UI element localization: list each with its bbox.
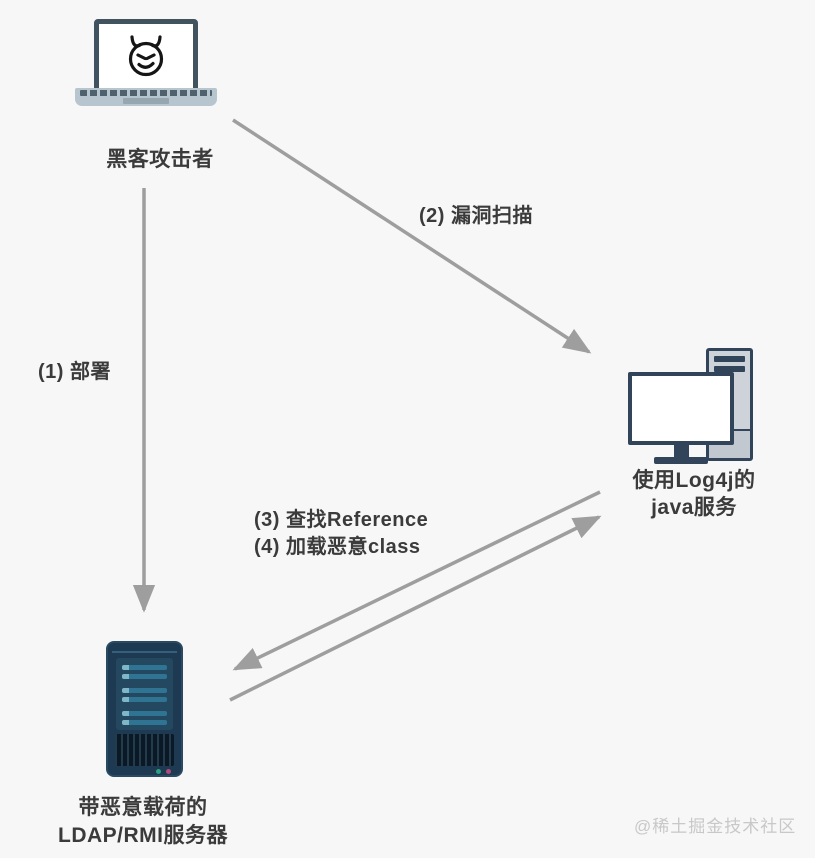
server-drive-bar (122, 674, 167, 679)
edge-deploy-label: (1) 部署 (38, 361, 111, 383)
laptop-screen (94, 19, 198, 93)
java-service-label-line1: 使用Log4j的 (632, 469, 756, 492)
edge-scan-label: (2) 漏洞扫描 (419, 205, 533, 227)
laptop-trackpad (123, 98, 169, 104)
tower-slot (714, 356, 745, 362)
java-service-label-line2: java服务 (651, 496, 737, 519)
tower-slot (714, 366, 745, 372)
arrow-response-to-server (232, 490, 601, 671)
monitor-stand-base (654, 457, 708, 464)
server-vent-grille (115, 734, 174, 766)
watermark-text: @稀土掘金技术社区 (634, 817, 797, 836)
desktop-computer-icon (622, 345, 757, 467)
edge-lookup-label-line2: (4) 加载恶意class (254, 536, 421, 558)
server-drive-panel (116, 658, 173, 730)
server-drive-bar (122, 688, 167, 693)
server-led-pink (166, 769, 171, 774)
server-drive-bar (122, 711, 167, 716)
server-led-green (156, 769, 161, 774)
edge-lookup-label-line1: (3) 查找Reference (254, 509, 429, 531)
server-drive-bar (122, 665, 167, 670)
arrow-scan (232, 118, 592, 354)
monitor-screen (628, 372, 734, 445)
ldap-server-label: 带恶意载荷的 LDAP/RMI服务器 (18, 794, 268, 850)
server-drive-bar (122, 720, 167, 725)
server-drive-bar (122, 697, 167, 702)
attacker-label: 黑客攻击者 (106, 148, 214, 171)
server-top-line (112, 651, 177, 653)
java-service-label: 使用Log4j的 java服务 (610, 467, 778, 521)
arrow-request-to-java (229, 515, 602, 702)
devil-face-icon (128, 35, 164, 77)
server-tower-icon (106, 641, 183, 777)
laptop-base (75, 88, 217, 106)
ldap-server-label-line2: LDAP/RMI服务器 (58, 824, 228, 847)
monitor-stand-neck (674, 445, 689, 457)
ldap-server-label-line1: 带恶意载荷的 (78, 796, 208, 819)
laptop-devil-icon (75, 16, 217, 106)
laptop-keyboard (80, 90, 212, 96)
edge-lookup-load-label: (3) 查找Reference (4) 加载恶意class (254, 507, 428, 561)
